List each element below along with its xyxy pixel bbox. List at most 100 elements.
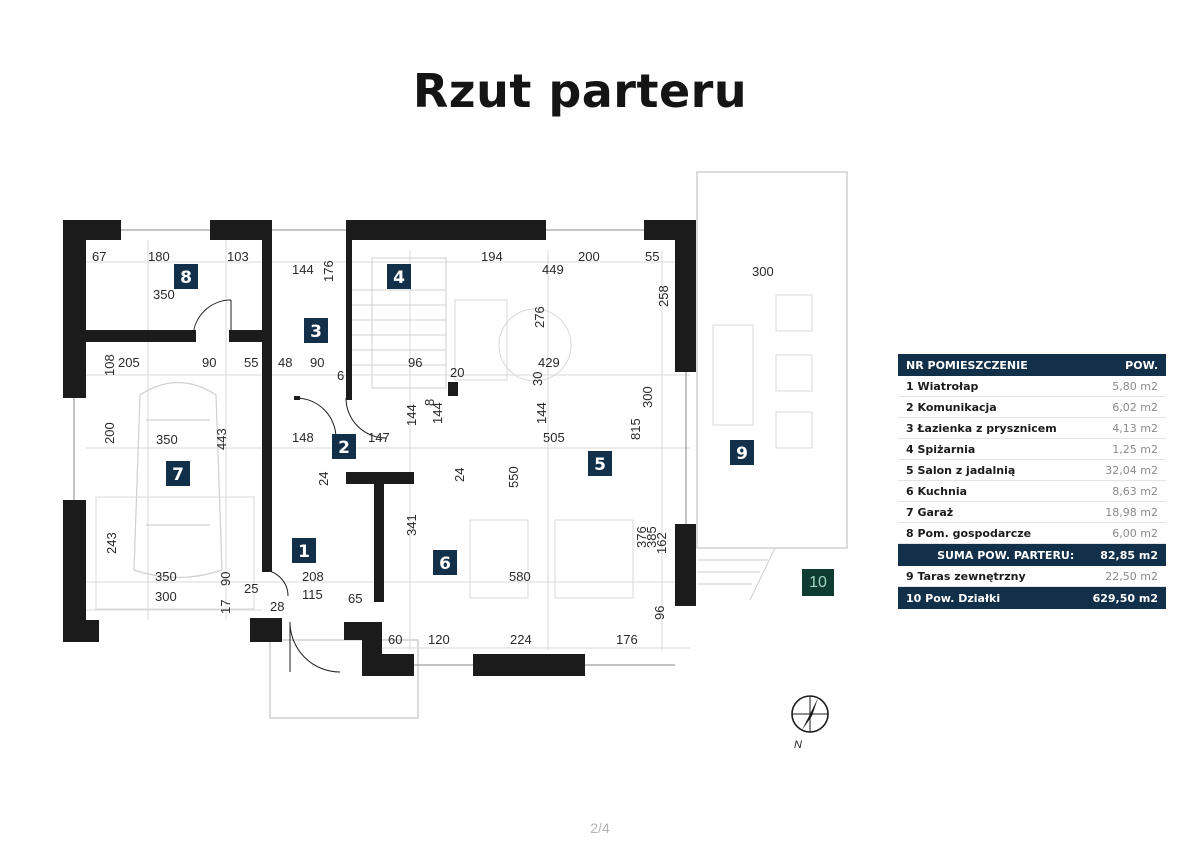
legend-sum-row: SUMA POW. PARTERU: 82,85 m2 (898, 544, 1166, 566)
dim-label: 115 (302, 587, 323, 602)
dim-label: 25 (244, 581, 258, 596)
dim-label: 276 (532, 306, 547, 328)
page-number: 2/4 (590, 820, 610, 836)
dim-label: 103 (227, 249, 249, 264)
svg-text:7: 7 (172, 465, 184, 485)
dim-label: 350 (156, 432, 178, 447)
svg-text:4: 4 (393, 268, 405, 288)
dim-label: 449 (542, 262, 564, 277)
dim-label: 200 (102, 422, 117, 444)
legend-sum-value: 82,85 m2 (1100, 548, 1158, 562)
dim-label: 224 (510, 632, 532, 647)
dim-label: 350 (153, 287, 175, 302)
dim-label: 200 (578, 249, 600, 264)
legend-header-value: POW. (1125, 358, 1158, 372)
dim-label: 144 (534, 402, 549, 424)
dim-label: 17 (218, 600, 233, 614)
dim-label: 144 (292, 262, 314, 277)
dim-label: 815 (628, 418, 643, 440)
dim-label: 350 (155, 569, 177, 584)
dim-label: 90 (218, 572, 233, 586)
dim-label: 90 (310, 355, 324, 370)
dim-label: 580 (509, 569, 531, 584)
dim-label: 180 (148, 249, 170, 264)
svg-text:6: 6 (439, 554, 451, 574)
legend-footer: 10 Pow. Działki 629,50 m2 (898, 587, 1166, 609)
room-badge: 1 (292, 538, 316, 563)
windows (73, 229, 687, 666)
lot-badge: 10 (802, 569, 834, 596)
dim-label: 60 (388, 632, 402, 647)
legend-footer-value: 629,50 m2 (1092, 591, 1158, 605)
dim-label: 144 (404, 404, 419, 426)
entrance-step (269, 639, 419, 719)
svg-text:2: 2 (338, 438, 350, 458)
stairs (352, 257, 447, 389)
dim-label: 341 (404, 514, 419, 536)
svg-text:1: 1 (298, 542, 310, 562)
walls (63, 220, 696, 676)
guide-lines (86, 240, 813, 650)
dim-label: 67 (92, 249, 106, 264)
dim-label: 385 (644, 526, 659, 548)
dim-label: 443 (214, 428, 229, 450)
room-badge: 5 (588, 451, 612, 476)
dim-label: 194 (481, 249, 503, 264)
terrace-outline (696, 171, 848, 549)
dim-label: 8 (422, 399, 437, 406)
room-badge: 9 (730, 440, 754, 465)
dim-label: 429 (538, 355, 560, 370)
svg-text:5: 5 (594, 455, 606, 475)
room-badges: 1 2 3 4 5 6 7 8 (166, 264, 754, 575)
svg-text:8: 8 (180, 268, 192, 288)
room-badge: 2 (332, 434, 356, 459)
dim-label: 20 (450, 365, 464, 380)
legend-sum-label: SUMA POW. PARTERU: (937, 548, 1075, 562)
legend-footer-name: 10 Pow. Działki (906, 591, 1001, 605)
dim-label: 208 (302, 569, 324, 584)
dim-label: 55 (244, 355, 258, 370)
dim-label: 6 (337, 368, 344, 383)
dim-label: 162 (654, 532, 669, 554)
room-badge: 6 (433, 550, 457, 575)
dim-label: 96 (652, 606, 667, 620)
dimension-labels: 67 180 103 350 144 176 194 449 200 55 30… (92, 249, 774, 647)
dim-label: 120 (428, 632, 450, 647)
dim-label: 90 (202, 355, 216, 370)
room-badge: 4 (387, 264, 411, 289)
room-badge: 8 (174, 264, 198, 289)
dim-label: 28 (270, 599, 284, 614)
dim-label: 300 (752, 264, 774, 279)
svg-text:9: 9 (736, 444, 748, 464)
dim-label: 24 (316, 472, 331, 486)
dim-label: 48 (278, 355, 292, 370)
dim-label: 258 (656, 285, 671, 307)
car-outline (133, 381, 223, 579)
dim-label: 205 (118, 355, 140, 370)
dim-label: 96 (408, 355, 422, 370)
legend-header-name: NR POMIESZCZENIE (906, 358, 1028, 372)
dim-label: 176 (321, 260, 336, 282)
dim-label: 24 (452, 468, 467, 482)
dim-label: 55 (645, 249, 659, 264)
dim-label: 505 (543, 430, 565, 445)
dim-label: 300 (155, 589, 177, 604)
dim-label: 30 (530, 372, 545, 386)
dim-label: 65 (348, 591, 362, 606)
dim-label: 148 (292, 430, 314, 445)
dim-label: 176 (616, 632, 638, 647)
legend-header: NR POMIESZCZENIE POW. (898, 354, 1166, 376)
room-badge: 7 (166, 461, 190, 486)
dim-label: 550 (506, 466, 521, 488)
compass-icon: N (791, 695, 829, 751)
terrace-steps (697, 547, 776, 601)
